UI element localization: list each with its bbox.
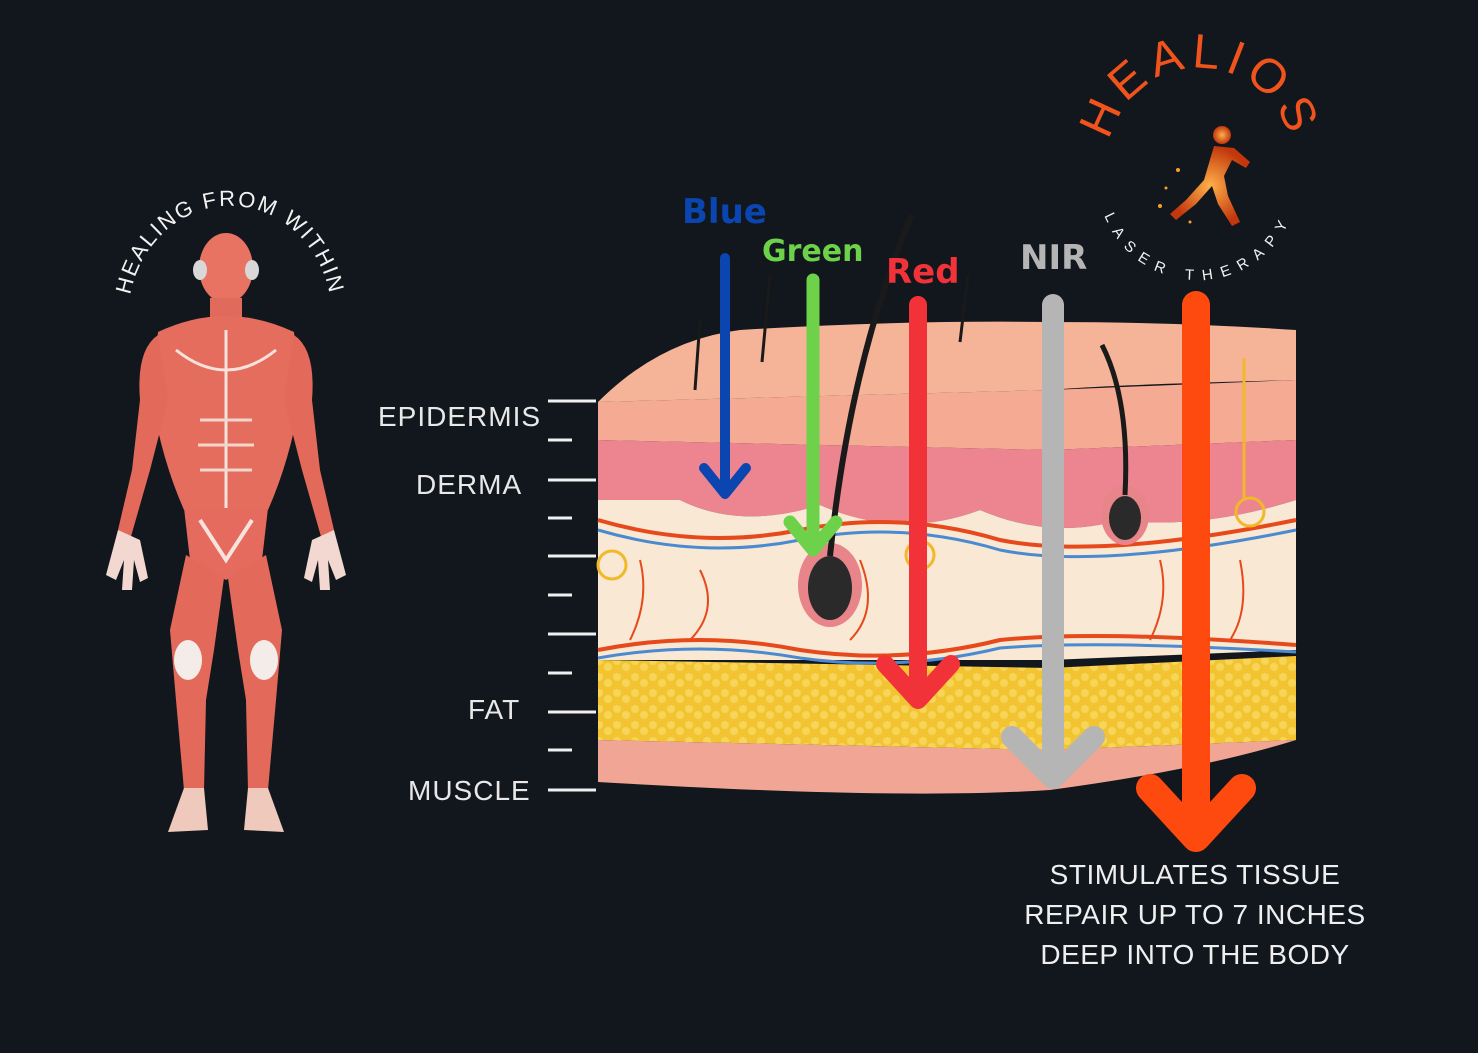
- svg-text:LASER THERAPY: LASER THERAPY: [1101, 210, 1296, 284]
- blue-arrow: [699, 253, 751, 499]
- tagline-line: STIMULATES TISSUE: [1049, 859, 1341, 890]
- deep-penetration-arrow: [1136, 291, 1256, 852]
- nir-arrow: [1001, 294, 1105, 789]
- svg-text:HEALIOS: HEALIOS: [1070, 25, 1331, 145]
- tagline-line: REPAIR UP TO 7 INCHES: [1024, 899, 1366, 930]
- green-arrow: [783, 273, 843, 557]
- muscle-body-figure: [106, 233, 346, 832]
- tagline: STIMULATES TISSUE REPAIR UP TO 7 INCHES …: [1000, 855, 1390, 975]
- skin-cross-section: [596, 213, 1297, 794]
- layer-label-epidermis: EPIDERMIS: [378, 401, 542, 432]
- runner-icon: [1158, 126, 1250, 226]
- layer-label-muscle: MUSCLE: [408, 775, 531, 806]
- wavelength-label-red: Red: [886, 252, 960, 292]
- red-arrow: [876, 296, 960, 709]
- layer-label-derma: DERMA: [416, 469, 523, 500]
- healios-logo: HEALIOS LASER THERAPY: [1070, 25, 1331, 284]
- wavelength-label-blue: Blue: [682, 192, 767, 232]
- layer-label-fat: FAT: [468, 694, 521, 725]
- depth-scale: [548, 399, 596, 792]
- wavelength-label-green: Green: [762, 234, 864, 269]
- wavelength-label-nir: NIR: [1020, 238, 1088, 278]
- tagline-line: DEEP INTO THE BODY: [1040, 939, 1350, 970]
